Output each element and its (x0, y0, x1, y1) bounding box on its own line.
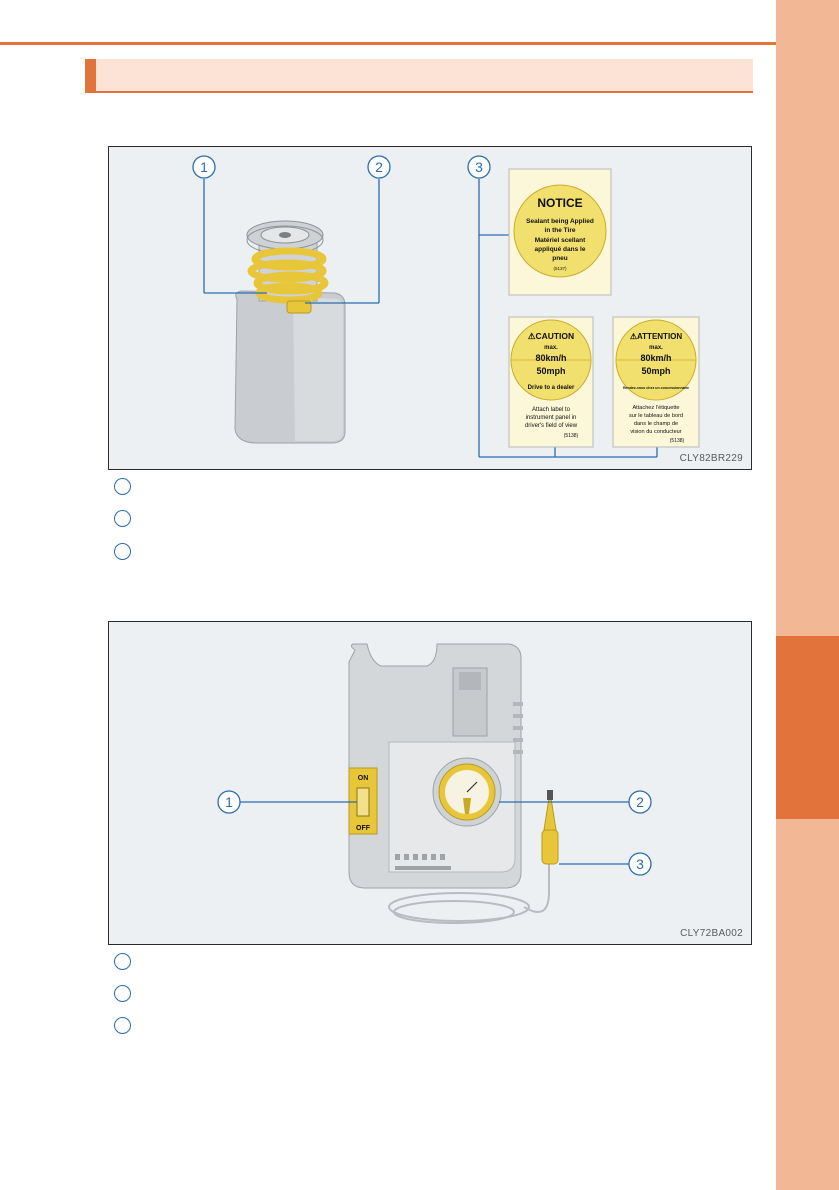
side-tab-strip (776, 0, 839, 1190)
power-plug (542, 790, 558, 864)
attention-label: ⚠ATTENTION max. 80km/h 50mph Rendez-vous… (613, 317, 699, 447)
svg-text:50mph: 50mph (641, 366, 670, 376)
pressure-gauge (433, 758, 501, 826)
svg-text:in the Tire: in the Tire (545, 227, 576, 234)
callout-1: 1 (193, 156, 215, 178)
callout-3: 3 (629, 853, 651, 875)
compressor-figure: ON OFF 1 2 (108, 621, 752, 945)
svg-text:Attach label to: Attach label to (532, 407, 571, 413)
legend-marker-3 (114, 543, 131, 560)
svg-text:Attachez l'étiquette: Attachez l'étiquette (632, 405, 679, 411)
compressor-illustration: ON OFF 1 2 (109, 622, 751, 944)
svg-text:50mph: 50mph (536, 366, 565, 376)
svg-text:80km/h: 80km/h (535, 353, 566, 363)
power-switch: ON OFF (349, 768, 377, 834)
svg-text:2: 2 (636, 794, 644, 810)
svg-text:3: 3 (636, 856, 644, 872)
svg-text:max.: max. (649, 345, 663, 351)
svg-text:2: 2 (375, 159, 383, 175)
svg-text:dans le champ de: dans le champ de (634, 421, 678, 427)
svg-text:vision du conducteur: vision du conducteur (630, 429, 681, 435)
figure-code: CLY72BA002 (680, 928, 743, 939)
notice-label: NOTICE Sealant being Applied in the Tire… (509, 169, 611, 295)
svg-text:3: 3 (475, 159, 483, 175)
sealant-bottle-illustration: 1 2 3 NOTICE Sealant being Applied in th… (109, 147, 751, 469)
svg-text:ON: ON (358, 775, 369, 782)
svg-text:pneu: pneu (552, 255, 568, 262)
side-tab-current-section[interactable] (776, 636, 839, 819)
svg-text:Drive to a dealer: Drive to a dealer (528, 385, 575, 391)
svg-text:Rendez-vous chez un concession: Rendez-vous chez un concessionnaire (623, 386, 689, 390)
svg-text:(5137): (5137) (553, 266, 567, 271)
svg-text:(5138): (5138) (564, 433, 579, 439)
callout-3: 3 (468, 156, 490, 178)
header-rule (0, 42, 776, 45)
svg-text:max.: max. (544, 345, 558, 351)
legend-marker-1 (114, 478, 131, 495)
svg-text:OFF: OFF (356, 825, 371, 832)
legend-marker-3 (114, 1017, 131, 1034)
legend-marker-2 (114, 985, 131, 1002)
callout-2: 2 (368, 156, 390, 178)
figure-code: CLY82BR229 (680, 453, 743, 464)
svg-text:NOTICE: NOTICE (537, 196, 582, 210)
svg-text:appliqué dans le: appliqué dans le (535, 246, 586, 253)
svg-text:instrument panel in: instrument panel in (526, 415, 577, 421)
svg-text:1: 1 (225, 794, 233, 810)
section-heading-accent (85, 59, 96, 91)
legend-marker-2 (114, 510, 131, 527)
svg-text:Matériel scellant: Matériel scellant (535, 237, 586, 244)
svg-text:(5138): (5138) (670, 438, 685, 444)
bottle-side (293, 297, 343, 441)
svg-text:Sealant being Applied: Sealant being Applied (526, 218, 594, 225)
svg-text:sur le tableau de bord: sur le tableau de bord (629, 413, 683, 419)
svg-text:⚠ATTENTION: ⚠ATTENTION (630, 332, 683, 341)
legend-marker-1 (114, 953, 131, 970)
section-heading-bar (85, 59, 753, 93)
svg-text:driver's field of view: driver's field of view (525, 423, 578, 429)
callout-1: 1 (218, 791, 240, 813)
sealant-bottle-figure: 1 2 3 NOTICE Sealant being Applied in th… (108, 146, 752, 470)
caution-label: ⚠CAUTION max. 80km/h 50mph Drive to a de… (509, 317, 593, 447)
callout-2: 2 (629, 791, 651, 813)
svg-text:80km/h: 80km/h (640, 353, 671, 363)
svg-text:1: 1 (200, 159, 208, 175)
svg-text:⚠CAUTION: ⚠CAUTION (528, 331, 574, 341)
